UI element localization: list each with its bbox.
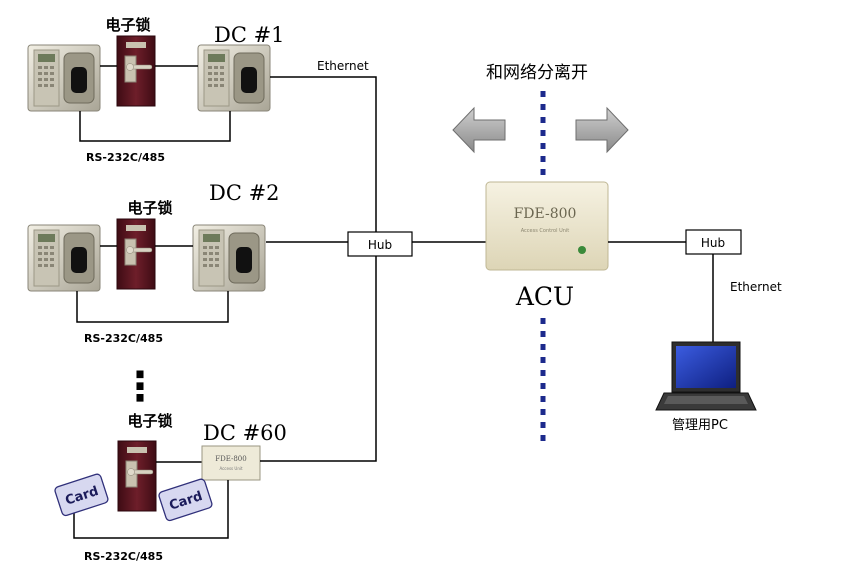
pc-label: 管理用PC xyxy=(672,418,728,433)
group-dc1: 电子锁 DC #1 RS-232C/485 xyxy=(27,16,285,164)
arrow-left-icon xyxy=(452,106,506,154)
left-ethernet-network: Ethernet Hub xyxy=(260,59,486,462)
hub-left: Hub xyxy=(347,231,413,257)
electronic-lock-icon xyxy=(117,440,157,512)
acu-device-sub: Access Control Unit xyxy=(521,228,570,234)
network-separation: 和网络分离开 xyxy=(452,63,629,445)
fingerprint-reader-icon xyxy=(27,44,101,112)
card-icon: Card xyxy=(54,473,109,517)
door-controller-icon xyxy=(192,224,266,292)
acu-logo-icon xyxy=(578,246,586,254)
dc-label: DC #2 xyxy=(209,181,280,205)
ellipsis-icon: ⋮ xyxy=(120,364,160,410)
hub-right: Hub xyxy=(685,229,742,255)
dc60-device-sub: Access Unit xyxy=(219,466,243,471)
electronic-lock-icon xyxy=(116,35,156,107)
separation-label: 和网络分离开 xyxy=(486,63,588,83)
bus-label: RS-232C/485 xyxy=(86,151,165,164)
ethernet-label: Ethernet xyxy=(730,280,782,294)
bus-label: RS-232C/485 xyxy=(84,550,163,563)
dc-label: DC #60 xyxy=(203,421,287,445)
hub-label: Hub xyxy=(701,236,725,250)
dc-label: DC #1 xyxy=(214,23,285,47)
laptop-icon xyxy=(655,341,757,411)
hub-label: Hub xyxy=(368,238,392,252)
arrow-right-icon xyxy=(575,106,629,154)
electronic-lock-icon xyxy=(116,218,156,290)
electronic-lock-label: 电子锁 xyxy=(105,16,150,34)
right-ethernet-network: Hub Ethernet xyxy=(608,229,782,342)
door-controller-icon xyxy=(197,44,271,112)
acu-device: FDE-800 Access Control Unit xyxy=(485,181,609,271)
dc60-device-name: FDE-800 xyxy=(215,455,246,463)
electronic-lock-label: 电子锁 xyxy=(127,412,172,430)
electronic-lock-label: 电子锁 xyxy=(127,199,172,217)
door-controller-icon: FDE-800 Access Unit xyxy=(201,445,261,481)
fingerprint-reader-icon xyxy=(27,224,101,292)
group-dc2: 电子锁 DC #2 RS-232C/485 xyxy=(27,181,280,345)
acu-device-name: FDE-800 xyxy=(514,206,577,222)
group-dc60: FDE-800 Access Unit 电子锁 DC #60 RS-232C/4… xyxy=(54,412,287,563)
ethernet-label: Ethernet xyxy=(317,59,369,73)
card-icon: Card xyxy=(158,478,213,522)
acu-label: ACU xyxy=(515,282,574,311)
bus-label: RS-232C/485 xyxy=(84,332,163,345)
